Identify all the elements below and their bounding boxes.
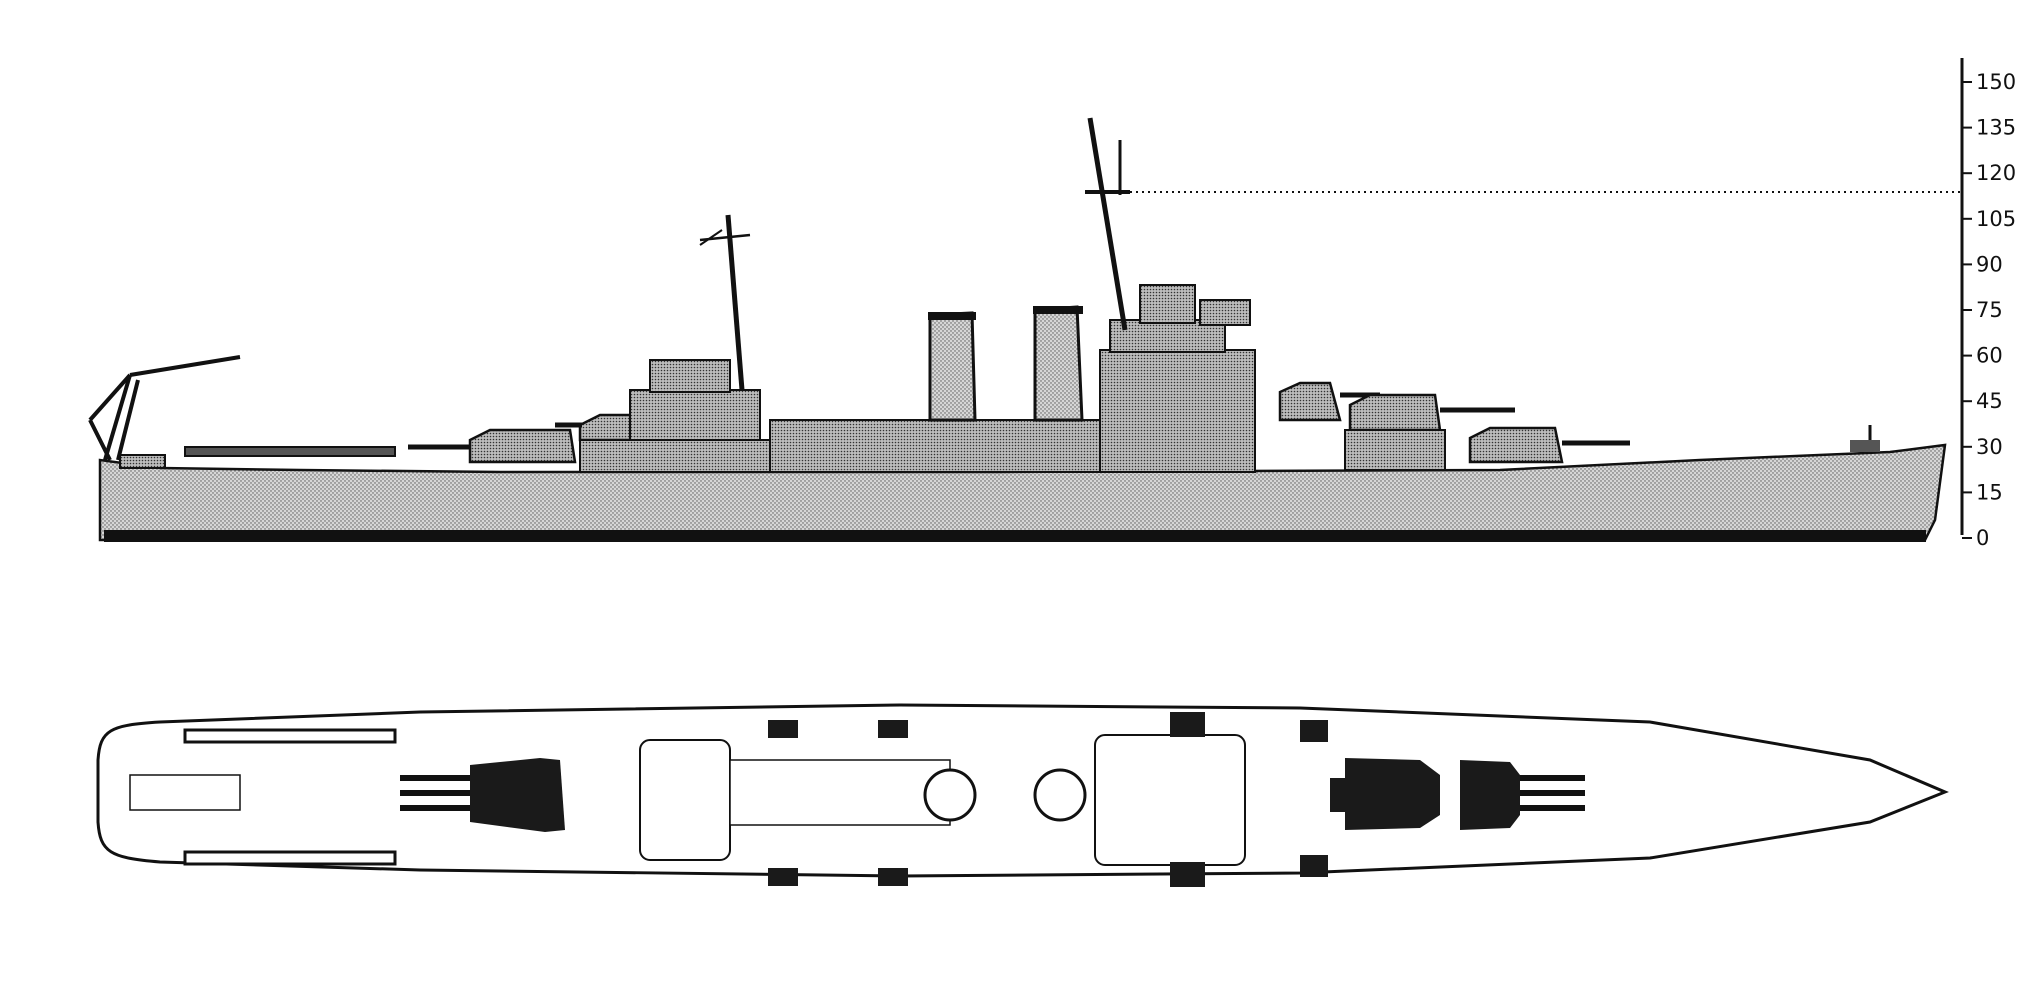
scale-label-135: 135 [1976, 116, 2016, 140]
turret-forward-superfiring-profile [1278, 381, 1342, 422]
plan-view [96, 703, 1949, 887]
profile-view [88, 117, 1962, 542]
turret-aft-plan [400, 758, 565, 832]
aft-deckhouse [119, 454, 166, 469]
scale-label-75: 75 [1976, 298, 2003, 322]
turret-b-plan [1330, 758, 1440, 830]
scale-label-150: 150 [1976, 70, 2016, 94]
scale-label-90: 90 [1976, 252, 2003, 276]
scale-label-15: 15 [1976, 480, 2003, 504]
forward-funnel [1033, 305, 1084, 422]
scale-label-0: 0 [1976, 526, 1989, 550]
midship-deckhouse [769, 419, 1151, 473]
hull-plan [96, 703, 1949, 878]
waterline-band [104, 530, 1926, 542]
aft-catapult [184, 446, 396, 457]
catapult-port [183, 728, 397, 744]
aft-superstructure-plan [639, 739, 731, 861]
scale-label-120: 120 [1976, 161, 2016, 185]
scale-label-105: 105 [1976, 207, 2016, 231]
aft-superstructure [579, 439, 781, 473]
scale-label-30: 30 [1976, 435, 2003, 459]
aft-funnel [928, 311, 977, 422]
scale-label-45: 45 [1976, 389, 2003, 413]
aircraft-crane [88, 355, 241, 461]
bridge-plan [1094, 734, 1246, 866]
turret-b-profile [1348, 393, 1442, 432]
aft-funnel-plan [923, 768, 977, 822]
catapult-starboard [183, 850, 397, 866]
foremast [1085, 117, 1130, 331]
bridge-superstructure [1099, 349, 1256, 473]
turret-a-profile [1468, 426, 1564, 464]
forward-funnel-plan [1033, 768, 1087, 822]
aft-mast [699, 214, 751, 391]
turret-a-plan [1460, 760, 1585, 830]
scale-label-60: 60 [1976, 344, 2003, 368]
secondary-mounts [768, 712, 1328, 887]
turret-aft-profile [468, 428, 577, 464]
